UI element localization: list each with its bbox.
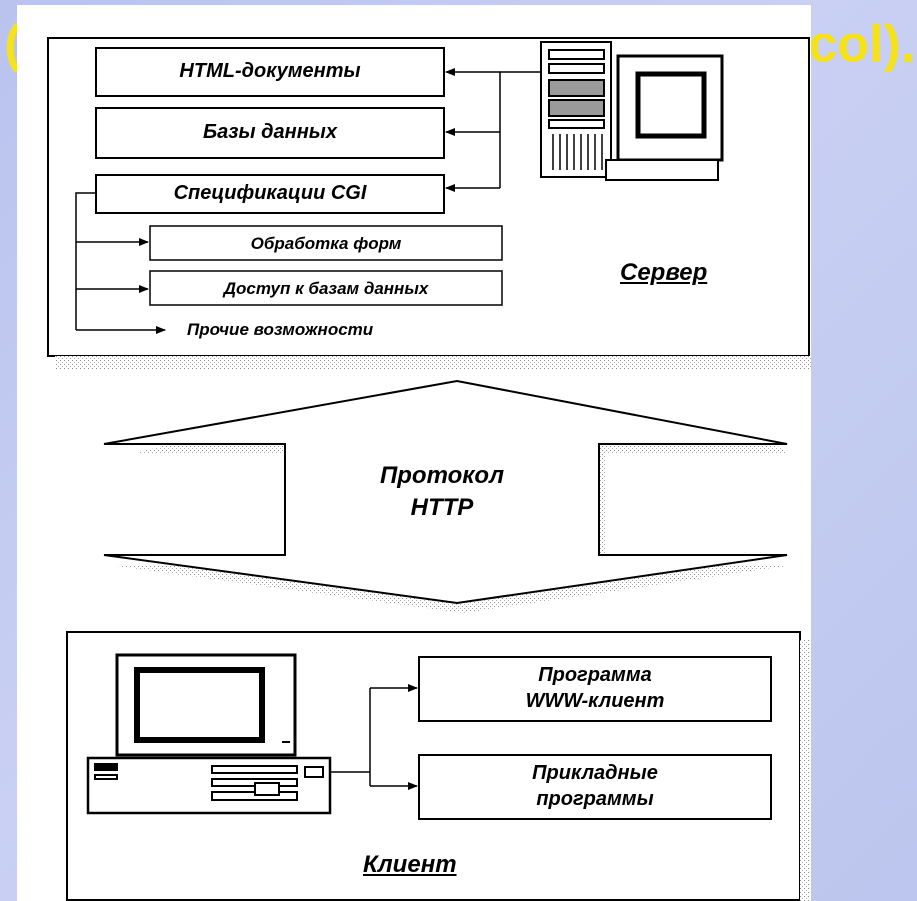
www-client-box (418, 656, 772, 722)
cgi-links (75, 192, 166, 334)
www-client-line1: Программа (538, 664, 652, 686)
app-programs-line2: программы (536, 788, 654, 810)
server-caption: Сервер (620, 259, 708, 286)
server-links (445, 68, 542, 192)
slide-title-right: col). (808, 15, 915, 73)
other-features-label: Прочие возможности (187, 320, 374, 339)
server-computer-icon (540, 41, 724, 181)
www-client-line2: WWW-клиент (525, 690, 665, 712)
cgi-box (95, 174, 445, 214)
client-computer-icon (86, 653, 332, 815)
client-frame-shadow (800, 640, 810, 901)
databases-label: Базы данных (203, 121, 337, 143)
client-caption: Клиент (363, 851, 457, 878)
protocol-line2: HTTP (410, 494, 474, 521)
html-docs-box (95, 47, 445, 97)
db-access-label: Доступ к базам данных (223, 279, 429, 298)
slide-title-left: ( (4, 15, 22, 73)
protocol-line1: Протокол (379, 462, 505, 489)
client-links (330, 684, 418, 790)
slide-title: ( col). (0, 14, 917, 84)
html-docs-label: HTML-документы (179, 60, 361, 82)
server-frame-shadow (55, 356, 811, 370)
http-double-arrow (103, 379, 788, 605)
forms-box (149, 225, 503, 261)
app-programs-line1: Прикладные (532, 762, 658, 784)
cgi-label: Спецификации CGI (173, 182, 367, 204)
db-access-box (149, 270, 503, 306)
databases-box (95, 107, 445, 159)
forms-label: Обработка форм (250, 234, 402, 253)
app-programs-box (418, 754, 772, 820)
